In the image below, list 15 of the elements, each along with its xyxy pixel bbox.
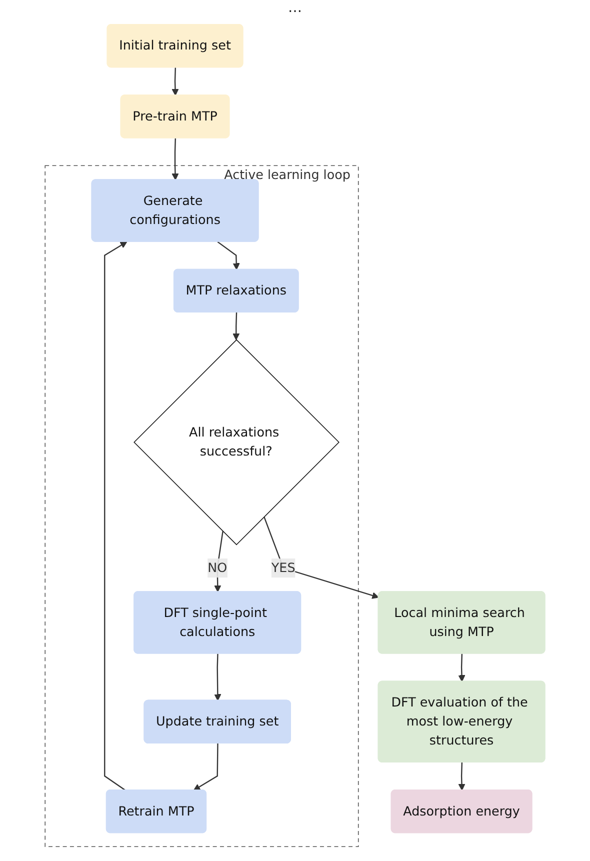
arrow bbox=[264, 516, 379, 599]
arrow bbox=[458, 762, 466, 791]
edge-label: NO bbox=[208, 560, 228, 576]
arrow bbox=[172, 138, 179, 180]
arrow bbox=[458, 654, 466, 682]
node-diamond: All relaxations successful? bbox=[134, 339, 340, 546]
ellipsis-note: … bbox=[288, 0, 302, 16]
arrow bbox=[214, 654, 222, 701]
arrow bbox=[104, 242, 128, 791]
arrow bbox=[214, 531, 224, 592]
arrow bbox=[193, 743, 218, 791]
arrow bbox=[217, 241, 240, 270]
arrow bbox=[172, 68, 179, 96]
arrow bbox=[232, 312, 240, 340]
edge-label: YES bbox=[271, 560, 296, 576]
